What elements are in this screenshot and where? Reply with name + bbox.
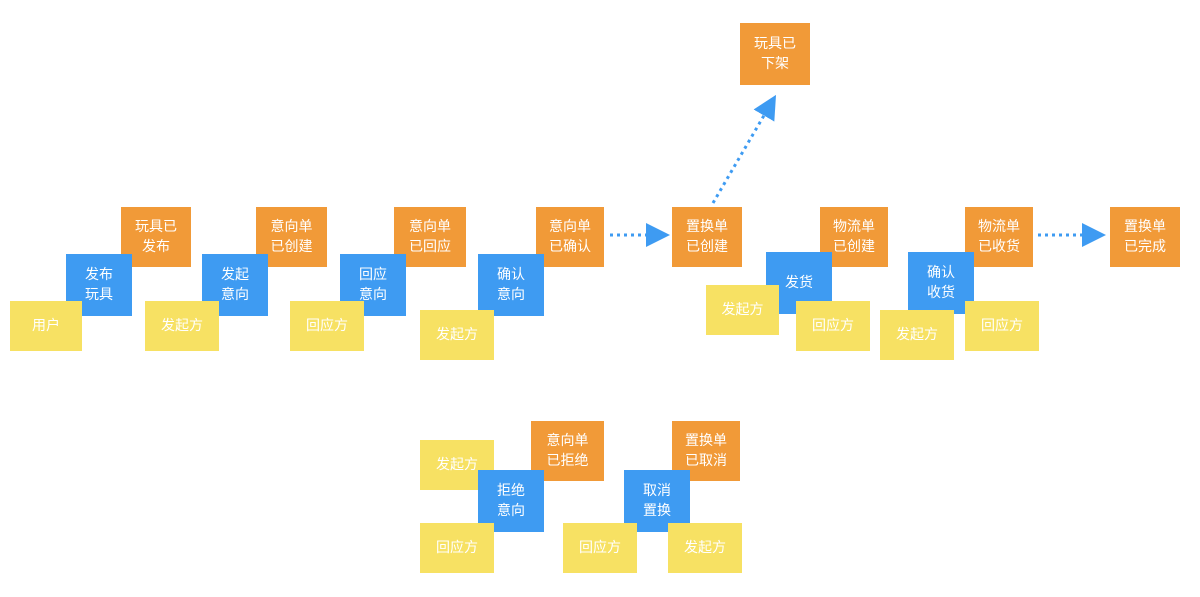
actor-initiator: 发起方 bbox=[880, 310, 954, 360]
command-cancel-swap: 取消 置换 bbox=[624, 470, 690, 532]
command-publish-toy: 发布 玩具 bbox=[66, 254, 132, 316]
actor-responder: 回应方 bbox=[420, 523, 494, 573]
command-reject-intent: 拒绝 意向 bbox=[478, 470, 544, 532]
command-initiate-intent: 发起 意向 bbox=[202, 254, 268, 316]
actor-responder: 回应方 bbox=[290, 301, 364, 351]
event-intent-confirmed: 意向单 已确认 bbox=[536, 207, 604, 267]
actor-initiator: 发起方 bbox=[145, 301, 219, 351]
event-swap-completed: 置换单 已完成 bbox=[1110, 207, 1180, 267]
actor-responder: 回应方 bbox=[965, 301, 1039, 351]
actor-initiator: 发起方 bbox=[706, 285, 779, 335]
actor-responder: 回应方 bbox=[563, 523, 637, 573]
actor-initiator: 发起方 bbox=[420, 310, 494, 360]
event-intent-responded: 意向单 已回应 bbox=[394, 207, 466, 267]
event-swap-cancelled: 置换单 已取消 bbox=[672, 421, 740, 481]
event-logistics-received: 物流单 已收货 bbox=[965, 207, 1033, 267]
command-confirm-receipt: 确认 收货 bbox=[908, 252, 974, 314]
arrow-swap-created-to-toy-removed bbox=[711, 94, 777, 204]
event-swap-created: 置换单 已创建 bbox=[672, 207, 742, 267]
actor-user: 用户 bbox=[10, 301, 82, 351]
command-confirm-intent: 确认 意向 bbox=[478, 254, 544, 316]
actor-initiator: 发起方 bbox=[668, 523, 742, 573]
event-toy-removed: 玩具已 下架 bbox=[740, 23, 810, 85]
actor-responder: 回应方 bbox=[796, 301, 870, 351]
event-toy-published: 玩具已 发布 bbox=[121, 207, 191, 267]
